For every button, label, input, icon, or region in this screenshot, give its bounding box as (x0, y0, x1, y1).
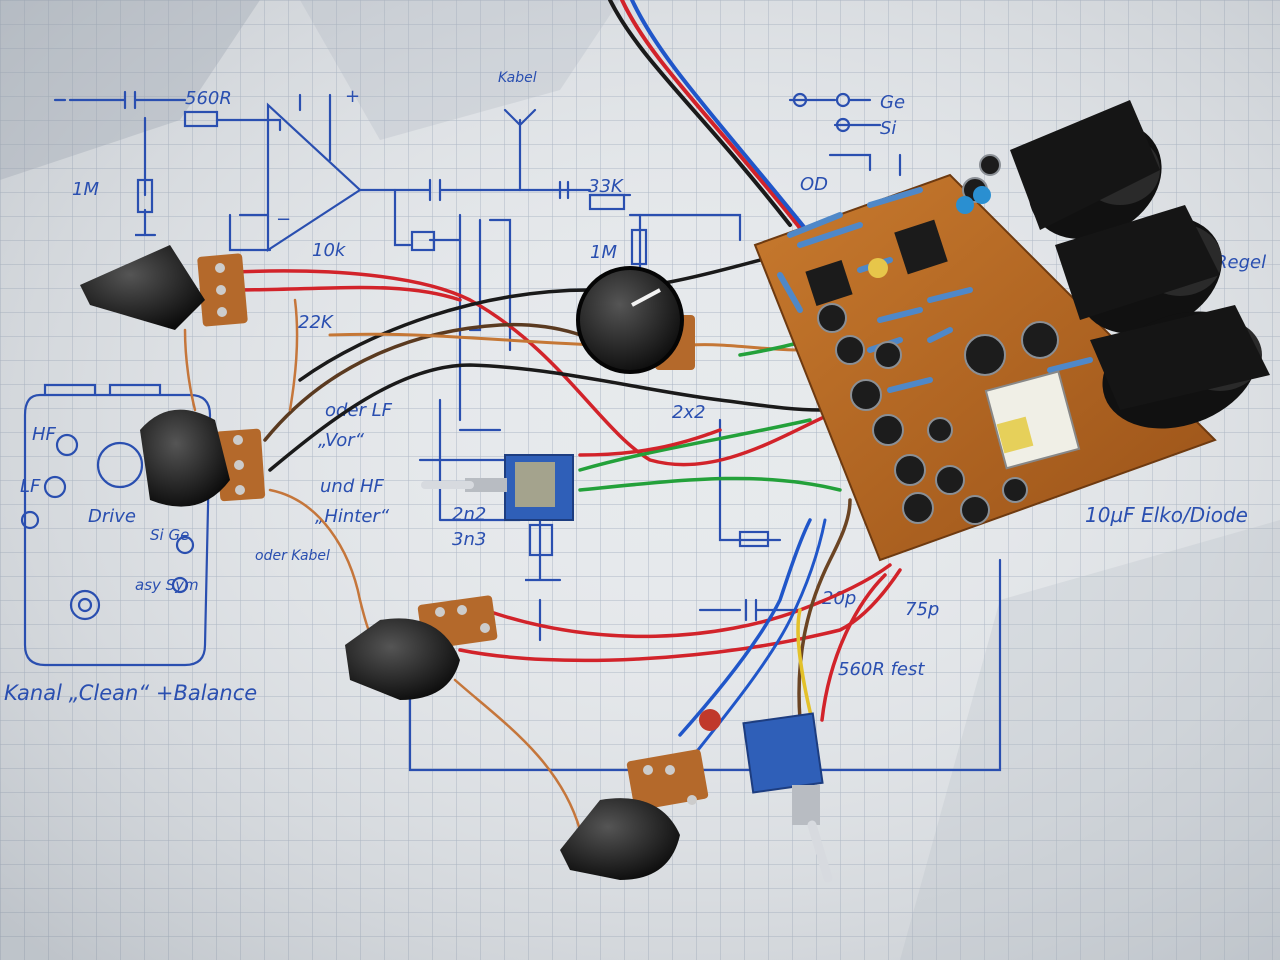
label-si-ge: Si Ge (150, 526, 189, 544)
label-minus: − (276, 209, 291, 230)
label-kabel: Kabel (498, 70, 537, 86)
knob-icon (576, 266, 684, 374)
potentiometer-top-left (80, 245, 248, 330)
label-10k: 10k (312, 240, 347, 261)
label-3n3: 3n3 (452, 529, 486, 550)
knob-icon (140, 409, 230, 507)
potentiometer-lower-center (345, 595, 498, 700)
label-10uf: 10µF Elko/Diode (1085, 503, 1248, 527)
label-bottom-caption: Kanal „Clean“ +Balance (4, 681, 257, 705)
label-20p: 20p (822, 588, 856, 609)
potentiometer-left (140, 409, 266, 507)
label-hinter: „Hinter“ (315, 506, 390, 527)
label-si: Si (880, 118, 896, 139)
label-1m-right: 1M (590, 242, 617, 263)
potentiometer-top-center (576, 266, 695, 374)
label-oder-kabel: oder Kabel (255, 548, 330, 564)
label-560r: 560R (185, 88, 232, 109)
ceramic-capacitor (699, 709, 721, 731)
audio-jacks (1010, 100, 1270, 429)
handwritten-labels: 560R 1M 10k 22K 33K 1M 2n2 3n3 2x2 Ge Si… (4, 70, 1266, 705)
toggle-switch-bottom (742, 712, 833, 883)
audio-jack-icon (1055, 205, 1222, 335)
label-2x2: 2x2 (672, 402, 706, 423)
label-1m-left: 1M (72, 179, 99, 200)
label-hf: HF (32, 424, 57, 445)
toggle-switch-center (421, 454, 574, 521)
label-ge: Ge (880, 92, 905, 113)
potentiometer-bottom (560, 749, 709, 880)
knob-icon (80, 245, 205, 330)
audio-jack-icon (1010, 100, 1162, 240)
wires (183, 0, 902, 832)
label-regel: Regel (1215, 252, 1266, 273)
label-33k: 33K (588, 176, 624, 197)
label-lf: LF (20, 476, 41, 497)
label-od: OD (800, 174, 828, 195)
label-75p: 75p (905, 599, 939, 620)
label-plus: + (345, 86, 360, 107)
label-und-hf: und HF (320, 476, 384, 497)
label-asy-sym: asy Sym (135, 576, 199, 594)
label-560r-fest: 560R fest (838, 659, 925, 680)
schematic-drawing (20, 90, 1002, 772)
label-drive: Drive (88, 506, 136, 527)
knob-icon (345, 618, 460, 700)
label-vor: „Vor“ (318, 430, 365, 451)
circuit-board (753, 154, 1217, 562)
knob-icon (560, 798, 680, 880)
label-2n2: 2n2 (452, 504, 486, 525)
label-22k: 22K (298, 312, 334, 333)
audio-jack-icon (1090, 305, 1270, 429)
